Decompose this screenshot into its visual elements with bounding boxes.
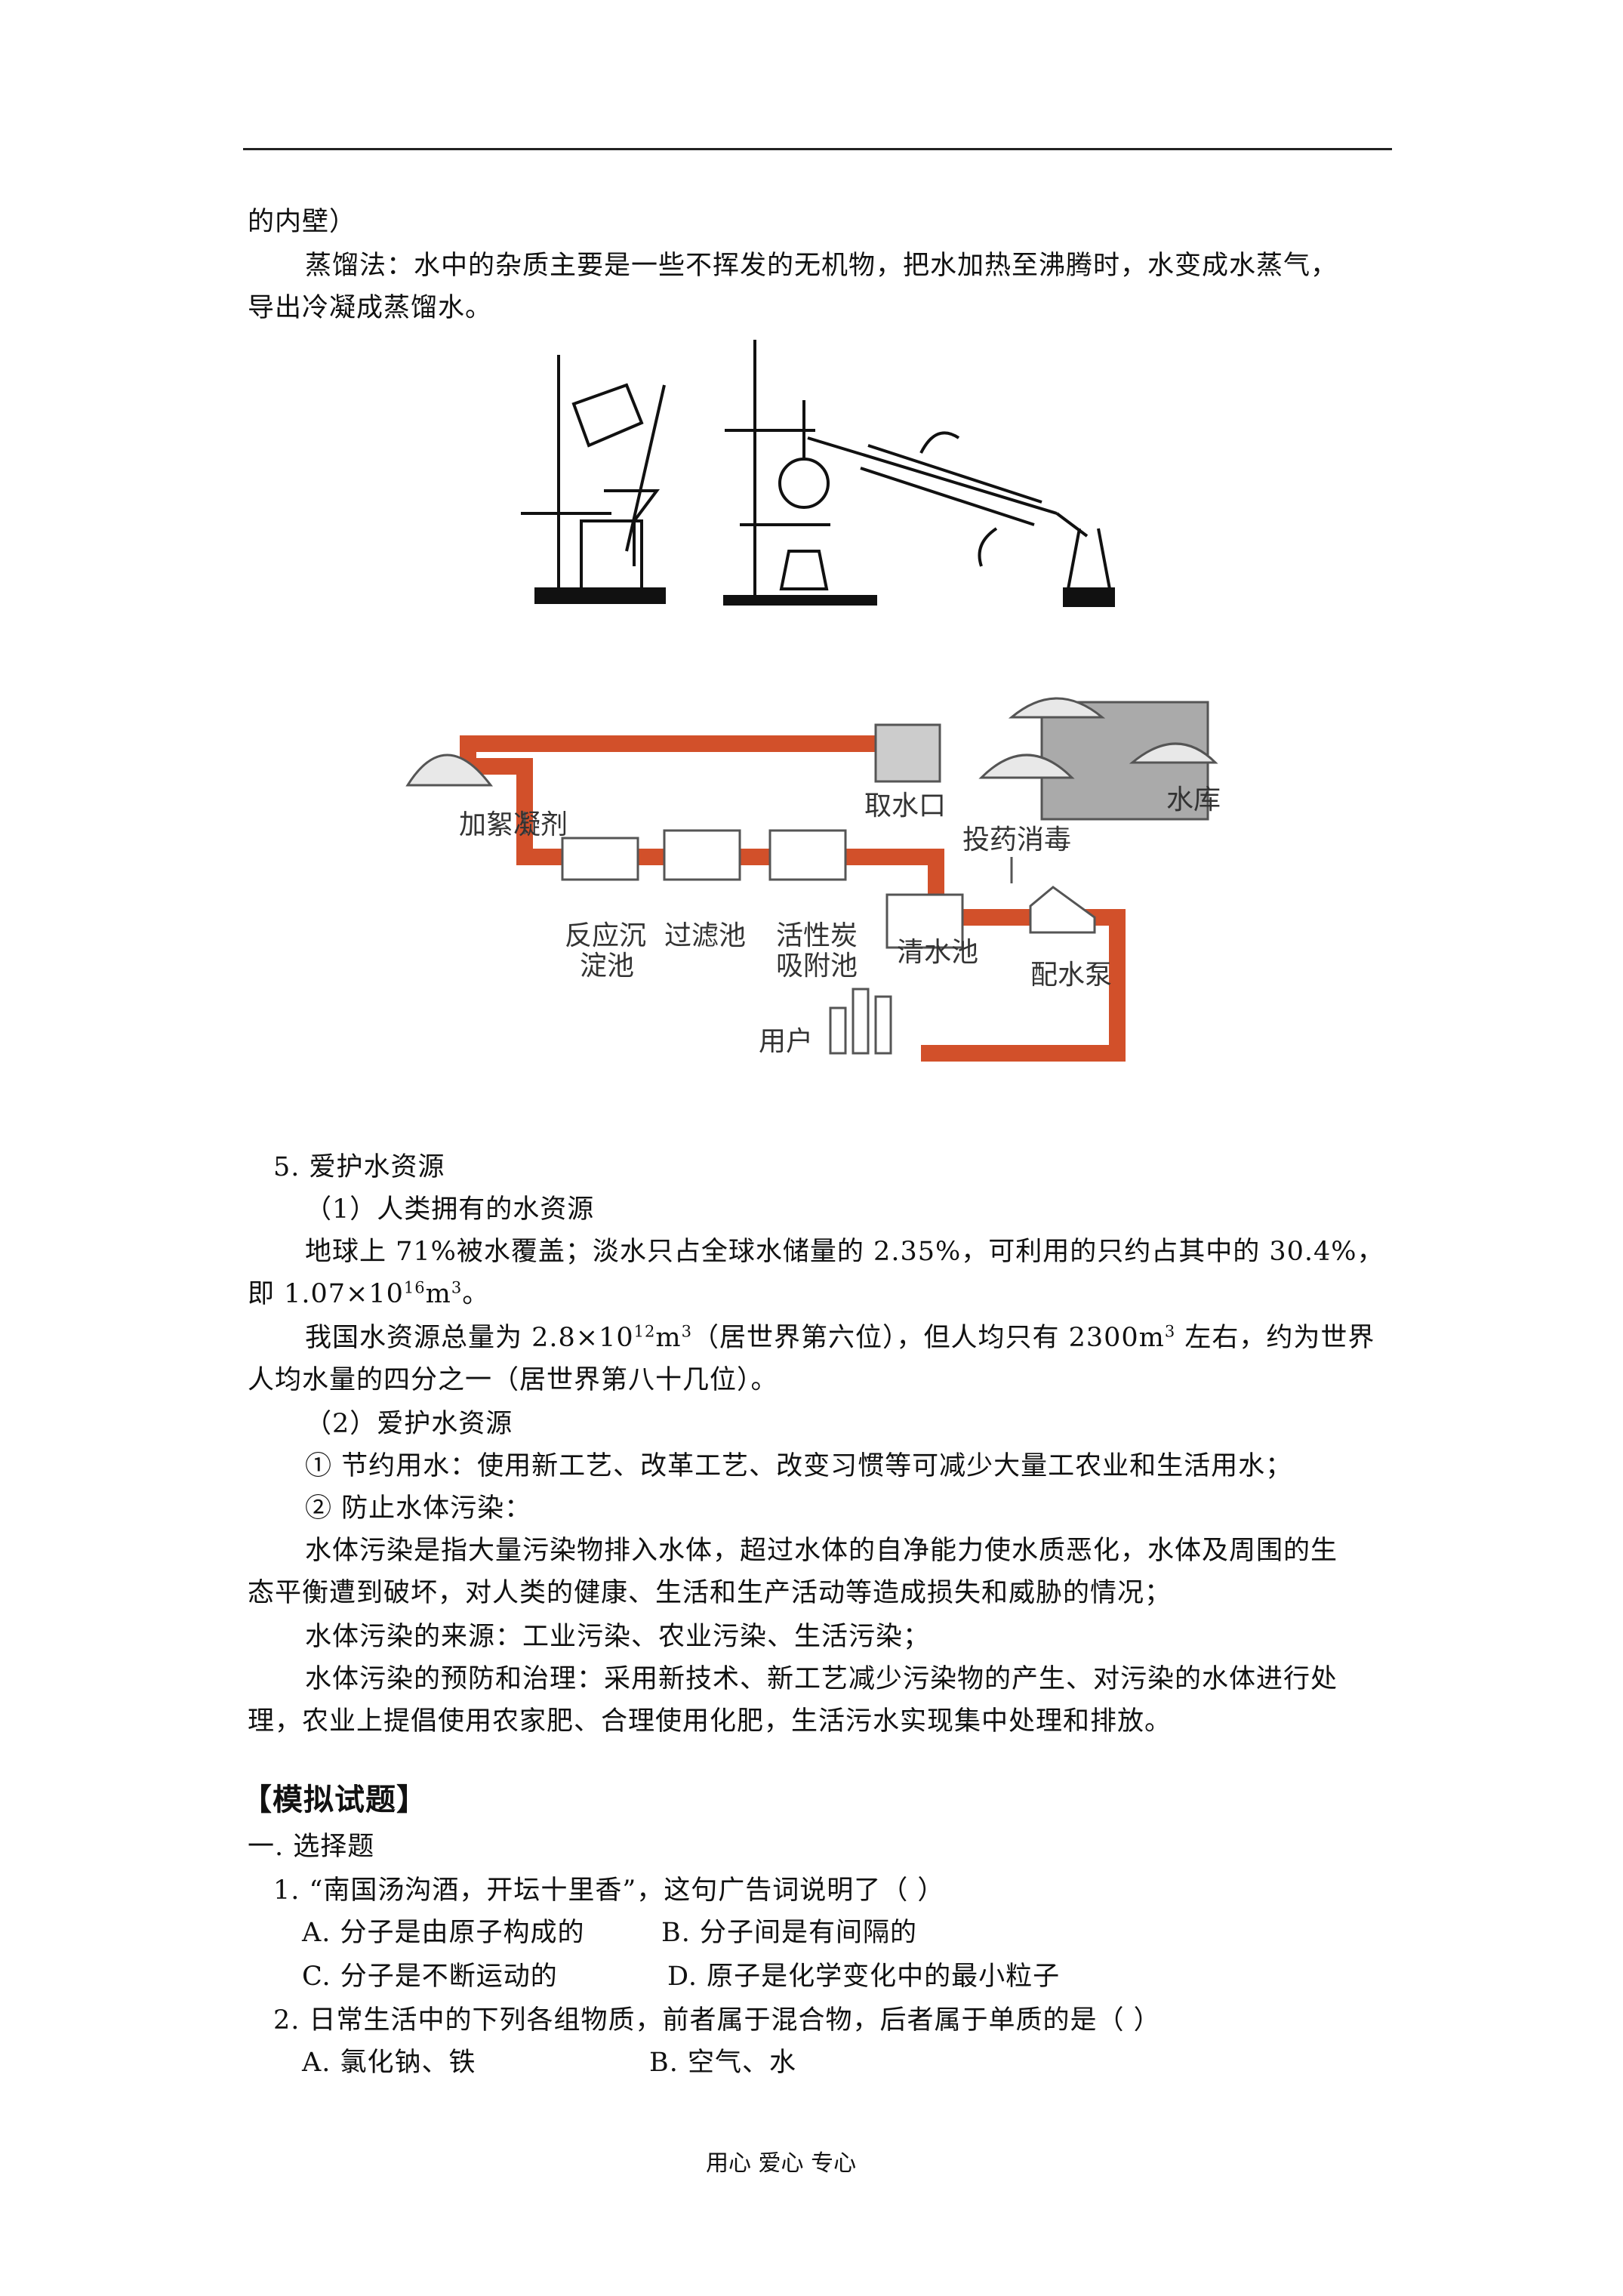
label-user: 用户: [759, 1026, 814, 1057]
beaker: [580, 519, 643, 590]
question-2-option-b: B. 空气、水: [649, 2048, 796, 2078]
stand-base-left: [534, 587, 666, 604]
text-line: 导出冷凝成蒸馏水。: [248, 293, 493, 323]
text-line: 即 1.07×1016m3。: [248, 1278, 490, 1309]
label-clear-tank: 清水池: [897, 937, 979, 968]
hill-left: [405, 754, 494, 787]
text-line: 我国水资源总量为 2.8×1012m3（居世界第六位），但人均只有 2300m3…: [305, 1322, 1375, 1353]
water-pipe: [460, 735, 1126, 1062]
flask-base: [1063, 587, 1115, 607]
building-2: [852, 988, 870, 1055]
label-reaction-tank-1: 反应沉: [565, 920, 647, 951]
question-2-option-a: A. 氯化钠、铁: [302, 2048, 476, 2078]
pouring-beaker: [571, 383, 644, 448]
label-disinfect: 投药消毒: [962, 824, 1072, 855]
label-pump: 配水泵: [1030, 960, 1113, 991]
text-line: 态平衡遭到破坏，对人类的健康、生活和生产活动等造成损失和威胁的情况；: [248, 1578, 1172, 1608]
label-carbon-tank-1: 活性炭: [776, 920, 858, 951]
stand-base-right: [723, 595, 877, 606]
water-treatment-flowchart: [405, 697, 1218, 1062]
text-line: ② 防止水体污染：: [305, 1493, 532, 1524]
question-2: 2. 日常生活中的下列各组物质，前者属于混合物，后者属于单质的是（ ）: [273, 2005, 1161, 2036]
condenser-jacket: [860, 444, 1042, 526]
page-footer: 用心 爱心 专心: [706, 2150, 857, 2177]
pump-house: [1029, 886, 1096, 934]
question-1-option-c: C. 分子是不断运动的: [302, 1962, 558, 1992]
text-line: 理，农业上提倡使用农家肥、合理使用化肥，生活污水实现集中处理和排放。: [248, 1706, 1172, 1737]
label-filter-tank: 过滤池: [664, 920, 747, 951]
text-line: 水体污染的来源：工业污染、农业污染、生活污染；: [305, 1622, 931, 1652]
text-line: ① 节约用水：使用新工艺、改革工艺、改变习惯等可减少大量工农业和生活用水；: [305, 1451, 1293, 1481]
water-out-arrow: [919, 431, 960, 454]
subsection-heading: （2）爱护水资源: [305, 1409, 513, 1439]
text-line: 蒸馏法：水中的杂质主要是一些不挥发的无机物，把水加热至沸腾时，水变成水蒸气，: [305, 251, 1338, 281]
label-reservoir: 水库: [1166, 784, 1221, 815]
question-1-option-b: B. 分子间是有间隔的: [661, 1918, 917, 1948]
tank-reaction: [561, 837, 639, 881]
label-reaction-tank-2: 淀池: [580, 951, 635, 982]
text-line: 地球上 71%被水覆盖；淡水只占全球水储量的 2.35%，可利用的只约占其中的 …: [305, 1237, 1384, 1267]
question-1-option-d: D. 原子是化学变化中的最小粒子: [667, 1962, 1061, 1992]
funnel: [604, 489, 660, 566]
reservoir-hill: [1008, 697, 1106, 719]
distilling-flask: [778, 458, 830, 509]
reservoir-hill-3: [1129, 742, 1218, 764]
mock-exam-title: 【模拟试题】: [242, 1783, 427, 1817]
text-line: 水体污染的预防和治理：采用新技术、新工艺减少污染物的产生、对污染的水体进行处: [305, 1664, 1338, 1694]
water-in-arrow: [978, 527, 998, 567]
alcohol-lamp: [779, 550, 829, 590]
header-rule: [243, 148, 1392, 150]
tank-carbon: [768, 829, 847, 881]
label-carbon-tank-2: 吸附池: [776, 951, 858, 982]
lab-apparatus-illustration: [521, 340, 1115, 607]
receiving-flask: [1066, 528, 1112, 590]
reservoir-hill-2: [978, 754, 1075, 779]
text-line: 人均水量的四分之一（居世界第八十几位）。: [248, 1365, 778, 1395]
label-intake: 取水口: [864, 791, 947, 821]
subsection-heading: （1）人类拥有的水资源: [305, 1194, 595, 1225]
question-section: 一. 选择题: [248, 1832, 375, 1862]
glass-rod: [625, 384, 666, 552]
text-line: 的内壁）: [248, 207, 357, 237]
building-3: [874, 995, 892, 1055]
tank-clear: [885, 893, 964, 949]
intake-box: [874, 723, 941, 783]
adapter: [1055, 512, 1089, 538]
condenser-inner: [807, 436, 1058, 515]
label-coagulant: 加絮凝剂: [459, 809, 568, 840]
building-1: [829, 1006, 847, 1055]
question-1: 1. “南国汤沟酒，开坛十里香”，这句广告词说明了（ ）: [273, 1875, 945, 1906]
text-line: 水体污染是指大量污染物排入水体，超过水体的自净能力使水质恶化，水体及周围的生: [305, 1536, 1338, 1566]
question-1-option-a: A. 分子是由原子构成的: [302, 1918, 585, 1948]
section-heading: 5. 爱护水资源: [273, 1152, 445, 1182]
tank-filter: [663, 829, 741, 881]
